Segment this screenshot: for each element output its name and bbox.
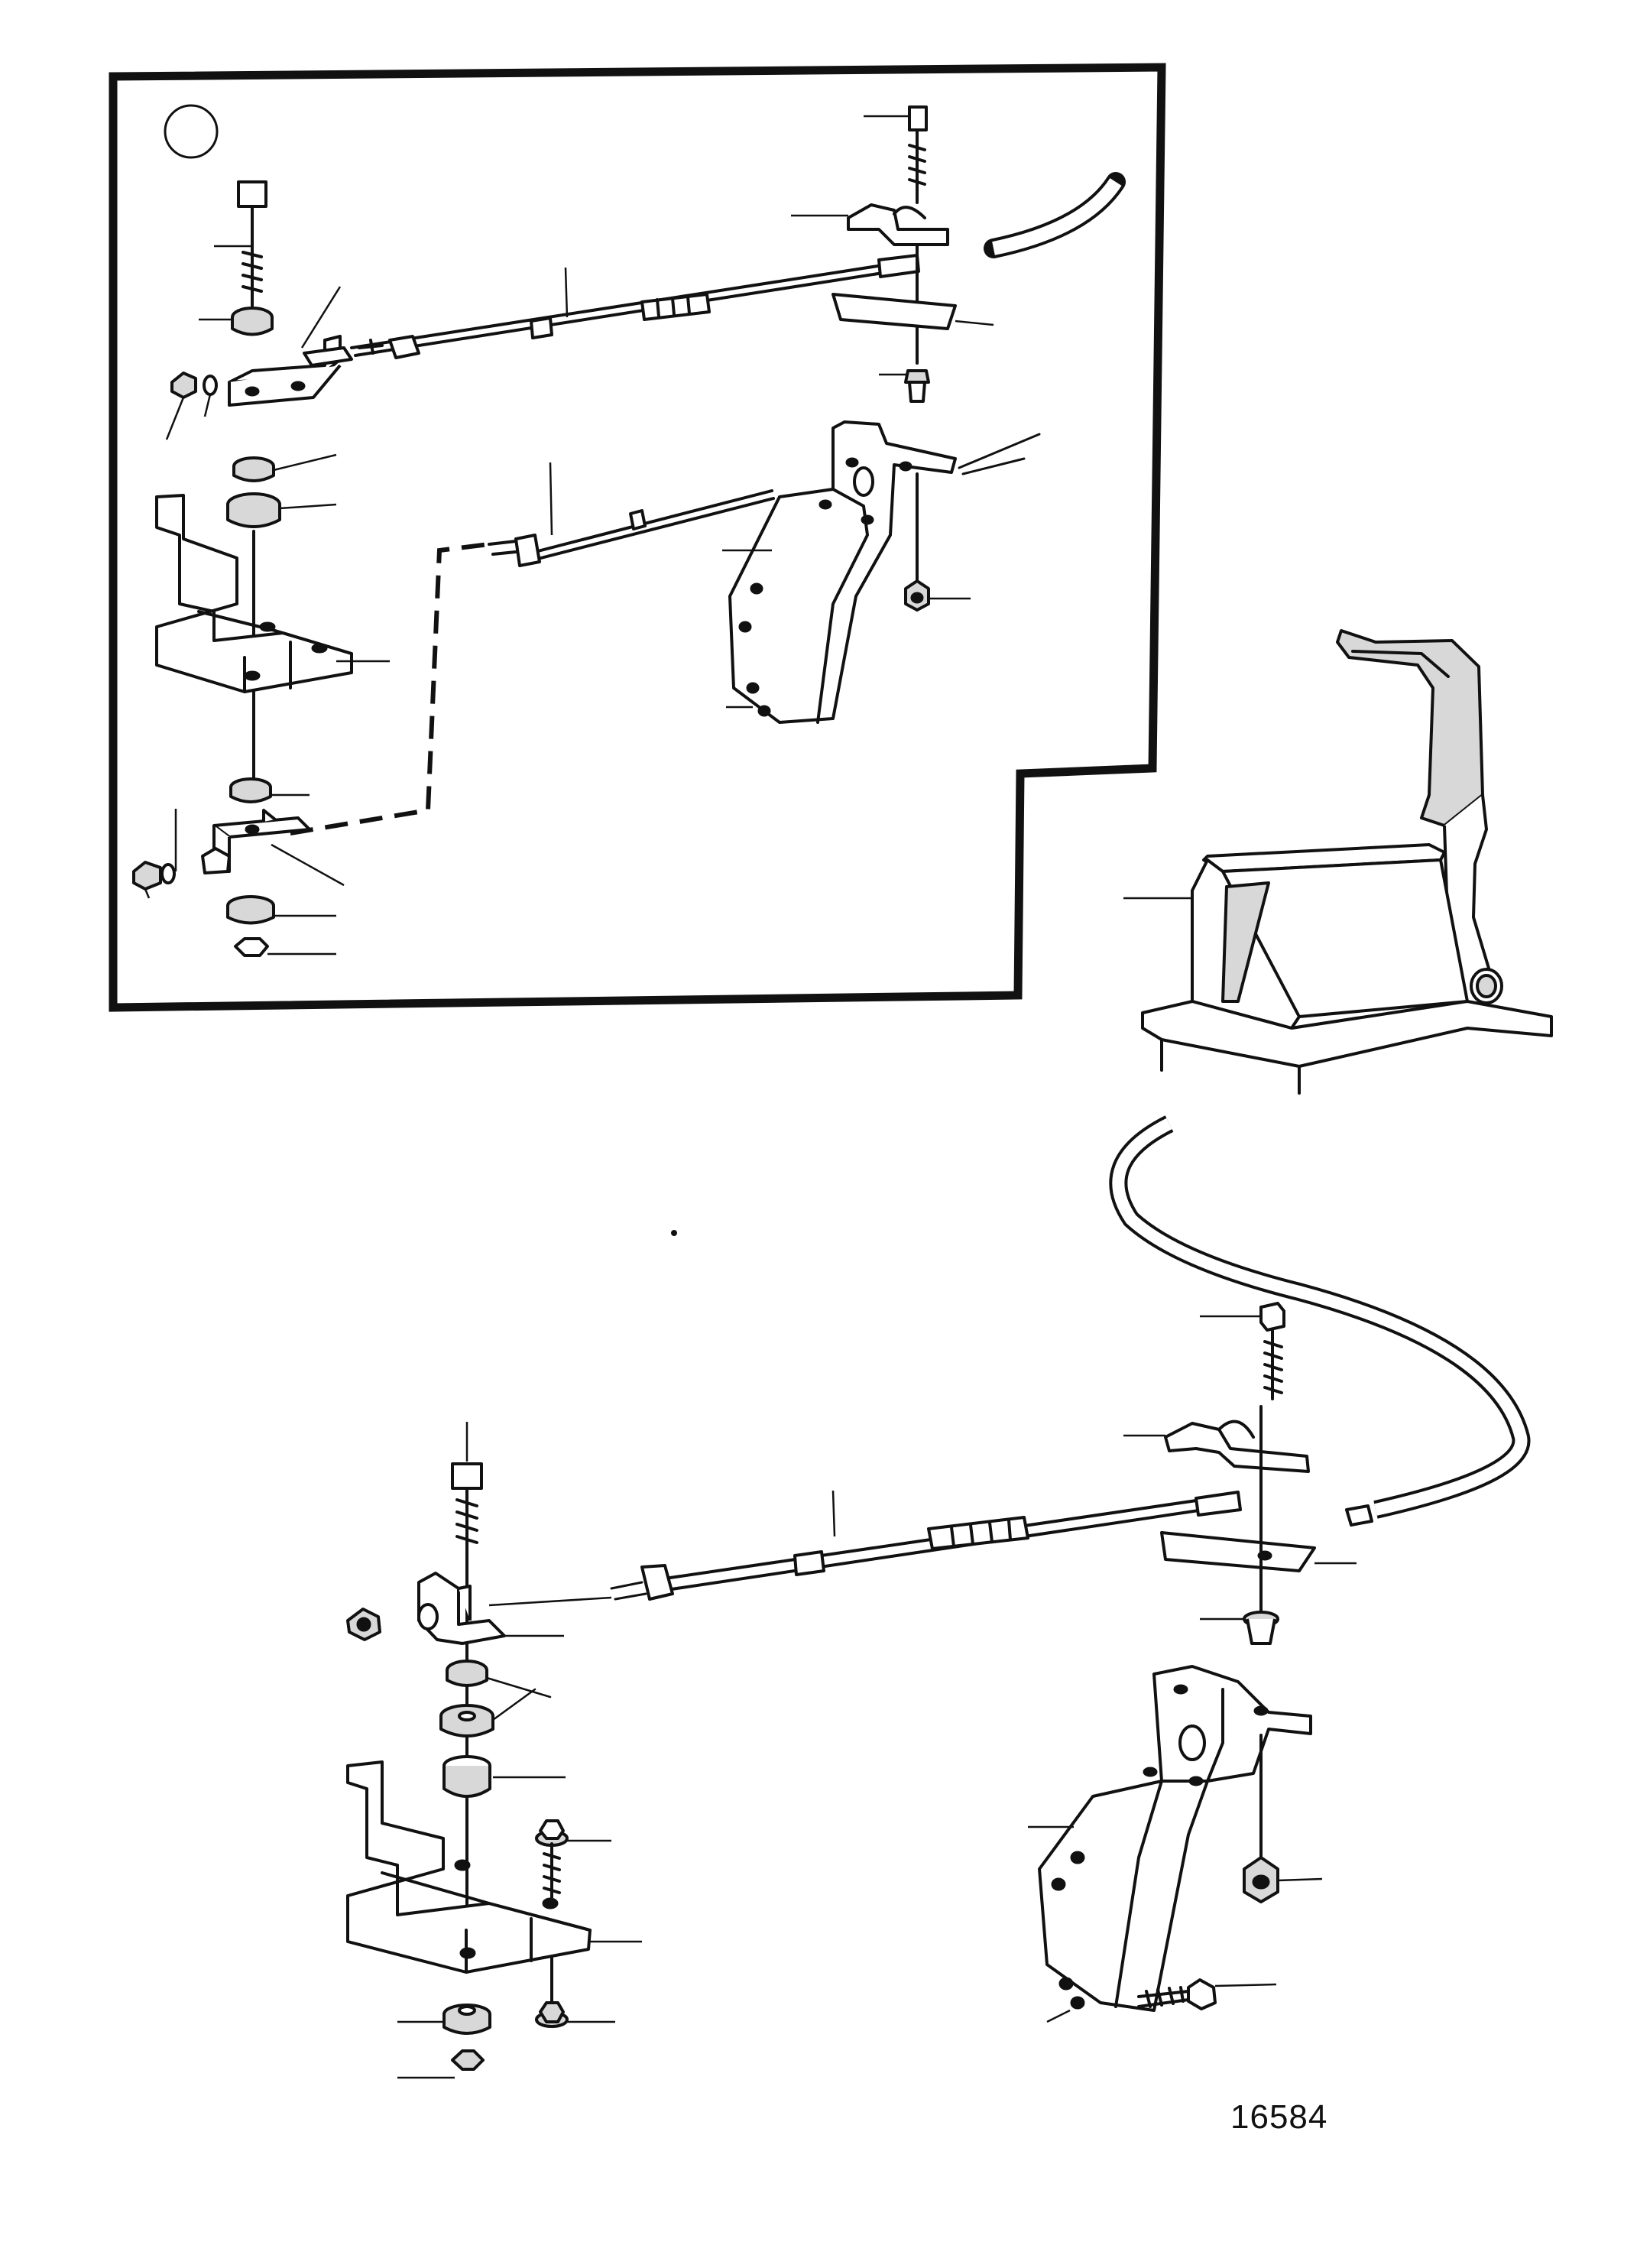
inset-cable-route <box>290 542 490 835</box>
inset-lower-cable <box>488 462 775 567</box>
main-upper-bracket <box>346 1572 612 1645</box>
inset-rubber-mounts <box>226 456 281 781</box>
inset-nut-washer <box>165 372 218 440</box>
main-support-bracket <box>1028 1665 1312 2023</box>
main-left-bolt <box>451 1422 483 1943</box>
main-plate-right <box>1160 1405 1357 1630</box>
main-bushing <box>1200 1611 1279 1645</box>
inset-clamp <box>791 105 994 403</box>
main-lock-nut <box>1243 1856 1323 1903</box>
inset-base-bracket <box>155 494 390 693</box>
inset-panel <box>109 63 1166 1012</box>
main-control-cable <box>1109 1115 1531 1527</box>
inset-upper-cable <box>350 254 920 359</box>
control-lever-icon <box>1123 629 1553 1095</box>
main-lower-mounts <box>397 2004 491 2079</box>
inset-left-bolt <box>231 180 274 336</box>
main-push-pull-cable <box>610 1490 1242 1601</box>
circle-marker-icon <box>164 104 219 159</box>
inset-support-bracket <box>722 420 1041 724</box>
main-flange-bolt <box>535 1819 615 2028</box>
main-screw-right <box>1137 1978 1277 2010</box>
inset-lower-mounts <box>132 777 345 957</box>
main-clamp-bolt <box>1200 1302 1285 1400</box>
main-clamp <box>1123 1420 1310 1473</box>
reference-number: 16584 <box>1230 2098 1328 2136</box>
main-base-bracket <box>346 1760 642 1974</box>
main-rubber-washers <box>439 1660 566 1798</box>
inset-upper-bracket <box>228 286 384 407</box>
